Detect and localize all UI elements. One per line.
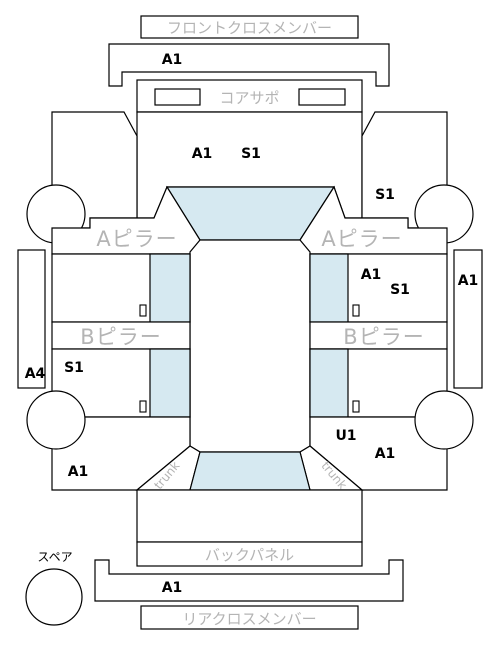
b-pillar-right-label: Bピラー: [343, 325, 424, 349]
code-roof-rail-right: A1: [458, 273, 479, 289]
code-hood-a: A1: [192, 146, 213, 162]
front-door-right-handle: [352, 304, 360, 317]
rear-cross-member-bar[interactable]: [94, 559, 404, 602]
code-rear-door-left: S1: [64, 360, 84, 376]
code-front-cross-member: A1: [162, 52, 183, 68]
rear-window-right[interactable]: [309, 348, 349, 418]
rear-cross-member-label: リアクロスメンバー: [182, 610, 316, 628]
rear-door-left-handle: [139, 400, 147, 413]
code-hood-s: S1: [241, 146, 261, 162]
back-panel-label: バックパネル: [205, 546, 294, 564]
code-front-fender-right: S1: [375, 187, 395, 203]
trunk-lid[interactable]: [136, 489, 363, 543]
a-pillar-left-label: Aピラー: [96, 227, 177, 251]
spare-label: スペア: [37, 550, 72, 564]
code-quarter-right-a: A1: [375, 446, 396, 462]
code-quarter-right-u: U1: [335, 428, 356, 444]
back-panel-box[interactable]: [136, 541, 363, 567]
code-front-door-right-a: A1: [361, 267, 382, 283]
b-pillar-left-label: Bピラー: [80, 325, 161, 349]
rocker-panel-left[interactable]: [17, 249, 46, 389]
b-pillar-left[interactable]: [51, 321, 191, 350]
code-rocker-left: A4: [25, 366, 46, 382]
rear-wheel-left[interactable]: [26, 390, 86, 450]
front-window-left[interactable]: [149, 253, 191, 323]
rear-window-left[interactable]: [149, 348, 191, 418]
rocker-panel-right[interactable]: [453, 249, 483, 389]
code-front-door-right-s: S1: [390, 282, 410, 298]
core-support-label: コアサポ: [219, 89, 279, 107]
b-pillar-right[interactable]: [309, 321, 448, 350]
front-cross-member-bar[interactable]: [108, 43, 390, 87]
front-window-right[interactable]: [309, 253, 349, 323]
code-rear-cross-member: A1: [162, 580, 183, 596]
code-quarter-left: A1: [68, 464, 89, 480]
a-pillar-right-label: Aピラー: [321, 227, 402, 251]
roof[interactable]: [189, 239, 311, 453]
spare-tire[interactable]: [25, 568, 83, 626]
front-cross-member-label: フロントクロスメンバー: [167, 19, 332, 37]
rear-wheel-right[interactable]: [414, 390, 474, 450]
core-support-right-slot: [298, 88, 346, 106]
rear-cross-member-box[interactable]: [140, 605, 359, 630]
front-door-left-handle: [139, 304, 147, 317]
core-support-left-slot: [154, 88, 201, 106]
front-cross-member-box[interactable]: [140, 15, 359, 39]
rear-door-right-handle: [352, 400, 360, 413]
rear-window[interactable]: [189, 451, 311, 491]
